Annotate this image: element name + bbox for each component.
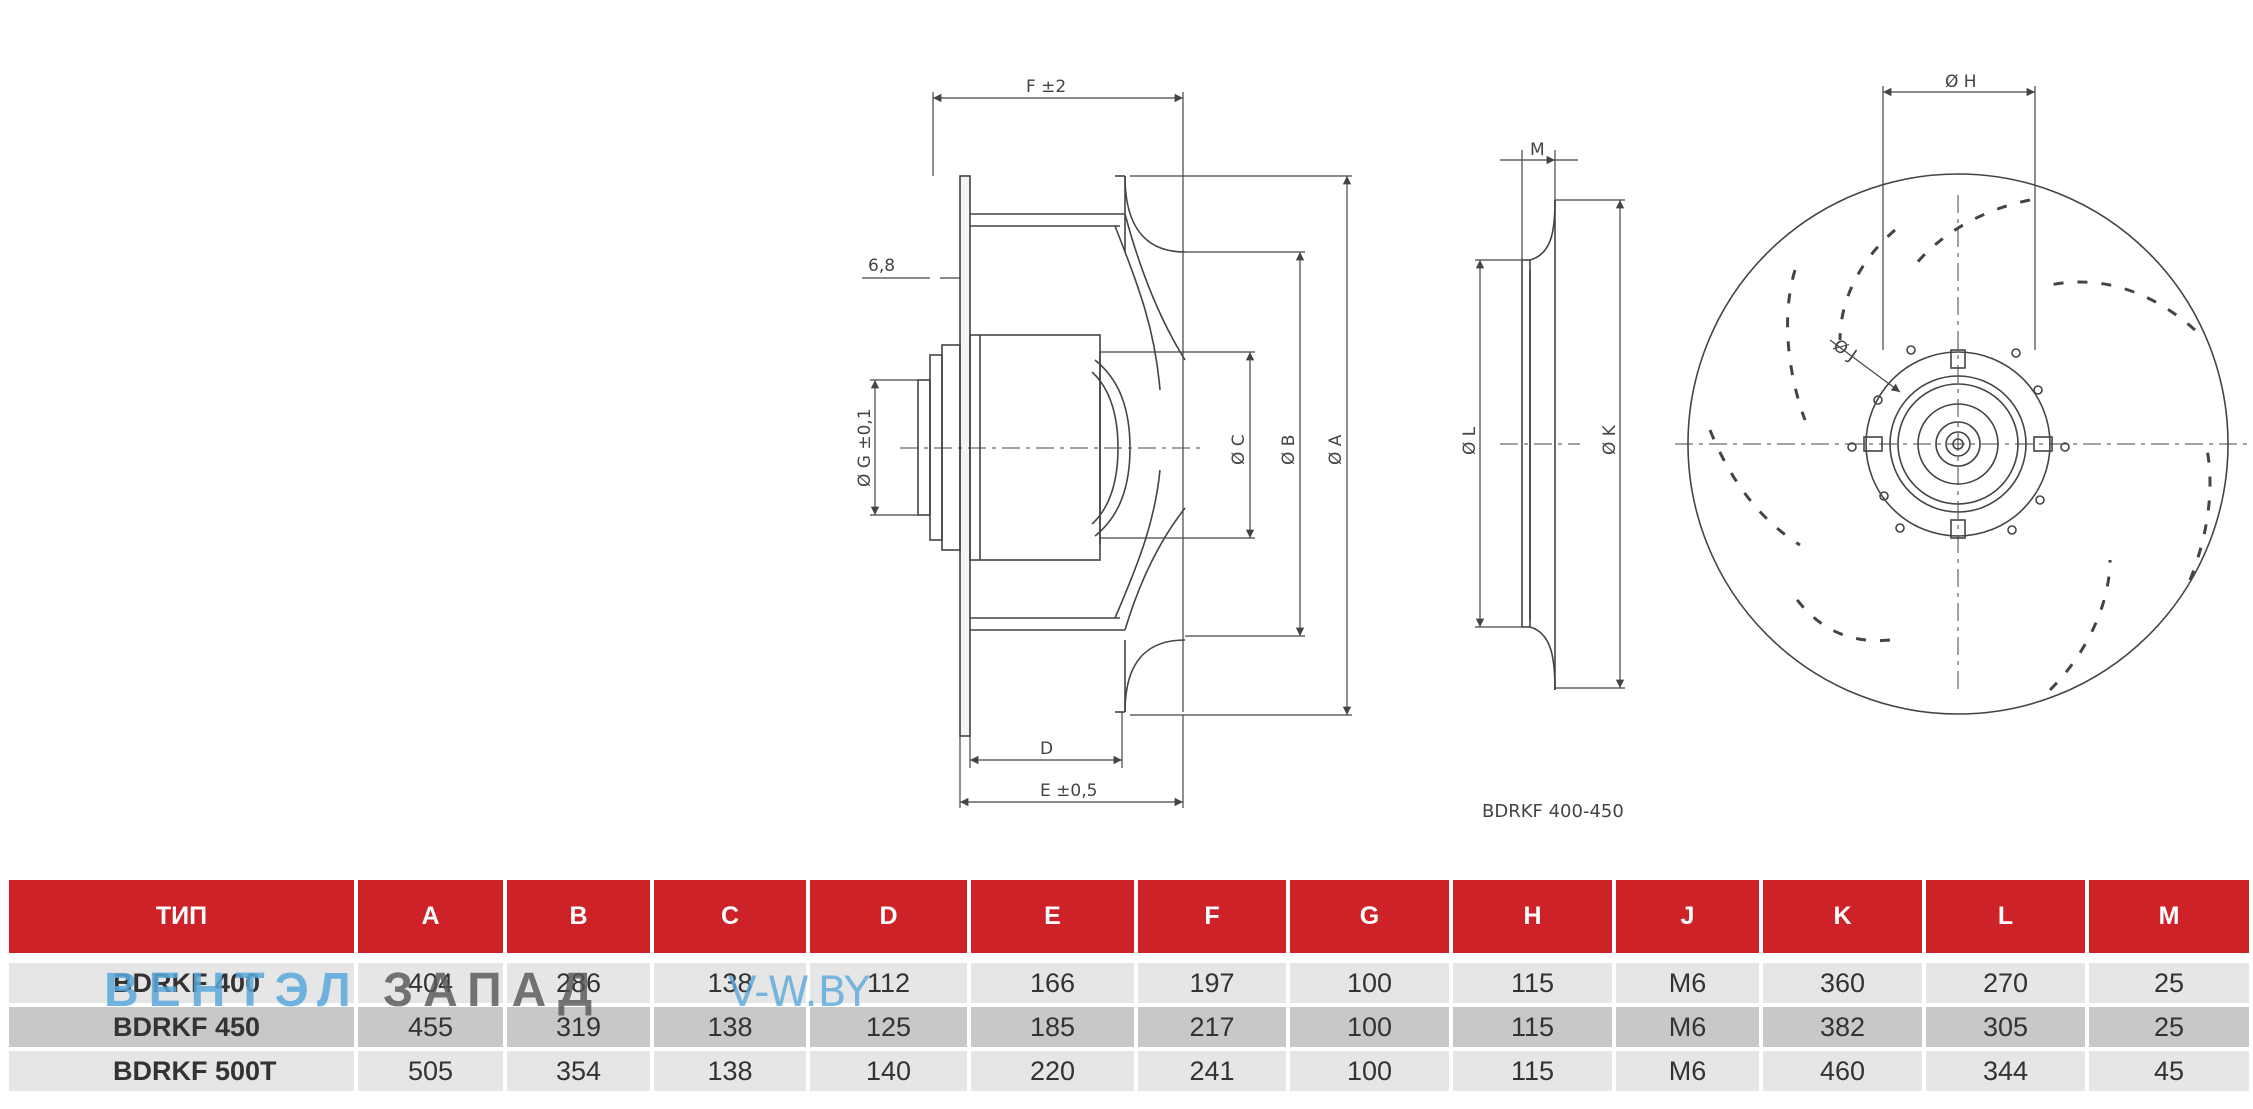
- dimensions-table: ТИП A B C D E F G H J K L M BDRKF 400 40…: [9, 880, 2253, 1095]
- cell: 344: [1926, 1051, 2089, 1095]
- watermark-part1: ВЕНТЭЛ: [104, 964, 361, 1017]
- cell: 138: [654, 1051, 810, 1095]
- cell: 319: [507, 1007, 654, 1051]
- table-row: BDRKF 450 455 319 138 125 185 217 100 11…: [9, 1007, 2253, 1051]
- cell: 125: [810, 1007, 971, 1051]
- cell: 138: [654, 963, 810, 1007]
- dim-label-l: Ø L: [1460, 426, 1480, 455]
- dim-label-f: F ±2: [1026, 77, 1066, 97]
- header-type: ТИП: [9, 880, 358, 953]
- dim-label-m: M: [1530, 140, 1545, 160]
- cell: M6: [1616, 1051, 1763, 1095]
- cell: 505: [358, 1051, 507, 1095]
- cell: 286: [507, 963, 654, 1007]
- header-k: K: [1763, 880, 1926, 953]
- dim-label-k: Ø K: [1600, 424, 1620, 455]
- cell-type: BDRKF 500T: [9, 1051, 358, 1095]
- cell: 100: [1290, 1051, 1453, 1095]
- side-view-dimensions: [862, 92, 1352, 808]
- cell: 25: [2089, 1007, 2253, 1051]
- cell: 25: [2089, 963, 2253, 1007]
- cell: 138: [654, 1007, 810, 1051]
- cell: 460: [1763, 1051, 1926, 1095]
- dim-label-a: Ø A: [1326, 434, 1346, 465]
- cell: 115: [1453, 963, 1616, 1007]
- dim-label-b: Ø B: [1279, 435, 1299, 465]
- dim-label-h: Ø H: [1945, 72, 1977, 92]
- header-b: B: [507, 880, 654, 953]
- cell: 305: [1926, 1007, 2089, 1051]
- front-view: [1675, 173, 2248, 715]
- cell: 217: [1138, 1007, 1290, 1051]
- cell: M6: [1616, 963, 1763, 1007]
- header-e: E: [971, 880, 1138, 953]
- table-header-row: ТИП A B C D E F G H J K L M: [9, 880, 2253, 953]
- cell: 197: [1138, 963, 1290, 1007]
- header-m: M: [2089, 880, 2253, 953]
- header-a: A: [358, 880, 507, 953]
- inlet-cone-view: [1500, 199, 1580, 691]
- cell-type: BDRKF 400: [9, 963, 358, 1007]
- cell: 166: [971, 963, 1138, 1007]
- side-view: [900, 175, 1200, 737]
- table-row: BDRKF 400 404 286 138 112 166 197 100 11…: [9, 963, 2253, 1007]
- cell-type: BDRKF 450: [9, 1007, 358, 1051]
- header-j: J: [1616, 880, 1763, 953]
- watermark-part3: V-W.BY: [728, 967, 870, 1016]
- header-f: F: [1138, 880, 1290, 953]
- dim-label-g: Ø G ±0,1: [855, 408, 875, 487]
- header-d: D: [810, 880, 971, 953]
- cell: 100: [1290, 1007, 1453, 1051]
- cell: 140: [810, 1051, 971, 1095]
- cell: 185: [971, 1007, 1138, 1051]
- front-view-blades: [1708, 198, 2212, 692]
- cell: 360: [1763, 963, 1926, 1007]
- dim-label-e: E ±0,5: [1040, 781, 1097, 801]
- cell: 112: [810, 963, 971, 1007]
- header-l: L: [1926, 880, 2089, 953]
- cell: M6: [1616, 1007, 1763, 1051]
- cell: 220: [971, 1051, 1138, 1095]
- drawing-caption: BDRKF 400-450: [1482, 801, 1624, 822]
- header-c: C: [654, 880, 810, 953]
- cell: 115: [1453, 1007, 1616, 1051]
- inlet-cone-dimensions: [1475, 150, 1625, 689]
- dim-label-thickness: 6,8: [868, 256, 895, 276]
- front-view-dimensions: [1829, 86, 2036, 393]
- cell: 455: [358, 1007, 507, 1051]
- cell: 382: [1763, 1007, 1926, 1051]
- header-h: H: [1453, 880, 1616, 953]
- cell: 270: [1926, 963, 2089, 1007]
- cell: 354: [507, 1051, 654, 1095]
- technical-drawing: F ±2 6,8 Ø G ±0,1 Ø C Ø B Ø A D E ±0,5 M…: [855, 72, 2248, 822]
- cell: 100: [1290, 963, 1453, 1007]
- dim-label-j: Ø J: [1829, 336, 1860, 366]
- cell: 404: [358, 963, 507, 1007]
- dim-label-d: D: [1040, 739, 1053, 759]
- watermark-part2: ЗАПАД: [383, 964, 603, 1017]
- dim-label-c: Ø C: [1229, 434, 1249, 465]
- table-row: BDRKF 500T 505 354 138 140 220 241 100 1…: [9, 1051, 2253, 1095]
- cell: 45: [2089, 1051, 2253, 1095]
- cell: 241: [1138, 1051, 1290, 1095]
- cell: 115: [1453, 1051, 1616, 1095]
- header-g: G: [1290, 880, 1453, 953]
